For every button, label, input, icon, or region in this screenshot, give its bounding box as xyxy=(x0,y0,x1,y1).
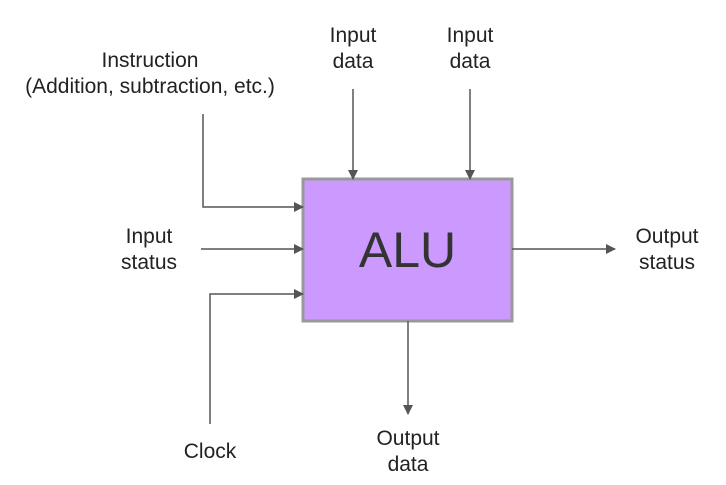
clock-arrow xyxy=(209,289,304,424)
output-status-label: Output status xyxy=(617,224,717,276)
input-data-2-label-line1: Input xyxy=(446,24,494,47)
input-data-2-label-line2: data xyxy=(449,50,491,73)
input-data-1-label: Input data xyxy=(303,23,403,75)
output-data-label-line2: data xyxy=(387,453,429,476)
input-status-label: Input status xyxy=(99,224,199,276)
output-data-label-line1: Output xyxy=(376,427,440,450)
instruction-label: Instruction (Addition, subtraction, etc.… xyxy=(0,48,300,100)
input-status-label-line1: Input xyxy=(125,225,173,248)
instruction-label-line2: (Addition, subtraction, etc.) xyxy=(25,75,275,98)
input-status-label-line2: status xyxy=(120,251,178,274)
input-data-1-label-line1: Input xyxy=(329,24,377,47)
output-status-label-line2: status xyxy=(638,251,696,274)
instruction-label-line1: Instruction xyxy=(101,49,199,72)
instruction-arrow xyxy=(202,114,304,212)
clock-label: Clock xyxy=(183,440,237,463)
alu-box xyxy=(301,177,514,323)
input-data-1-label-line2: data xyxy=(332,50,374,73)
output-status-label-line1: Output xyxy=(635,225,699,248)
output-data-label: Output data xyxy=(358,426,458,478)
input-data-2-label: Input data xyxy=(420,23,520,75)
alu-label: ALU xyxy=(358,222,457,278)
